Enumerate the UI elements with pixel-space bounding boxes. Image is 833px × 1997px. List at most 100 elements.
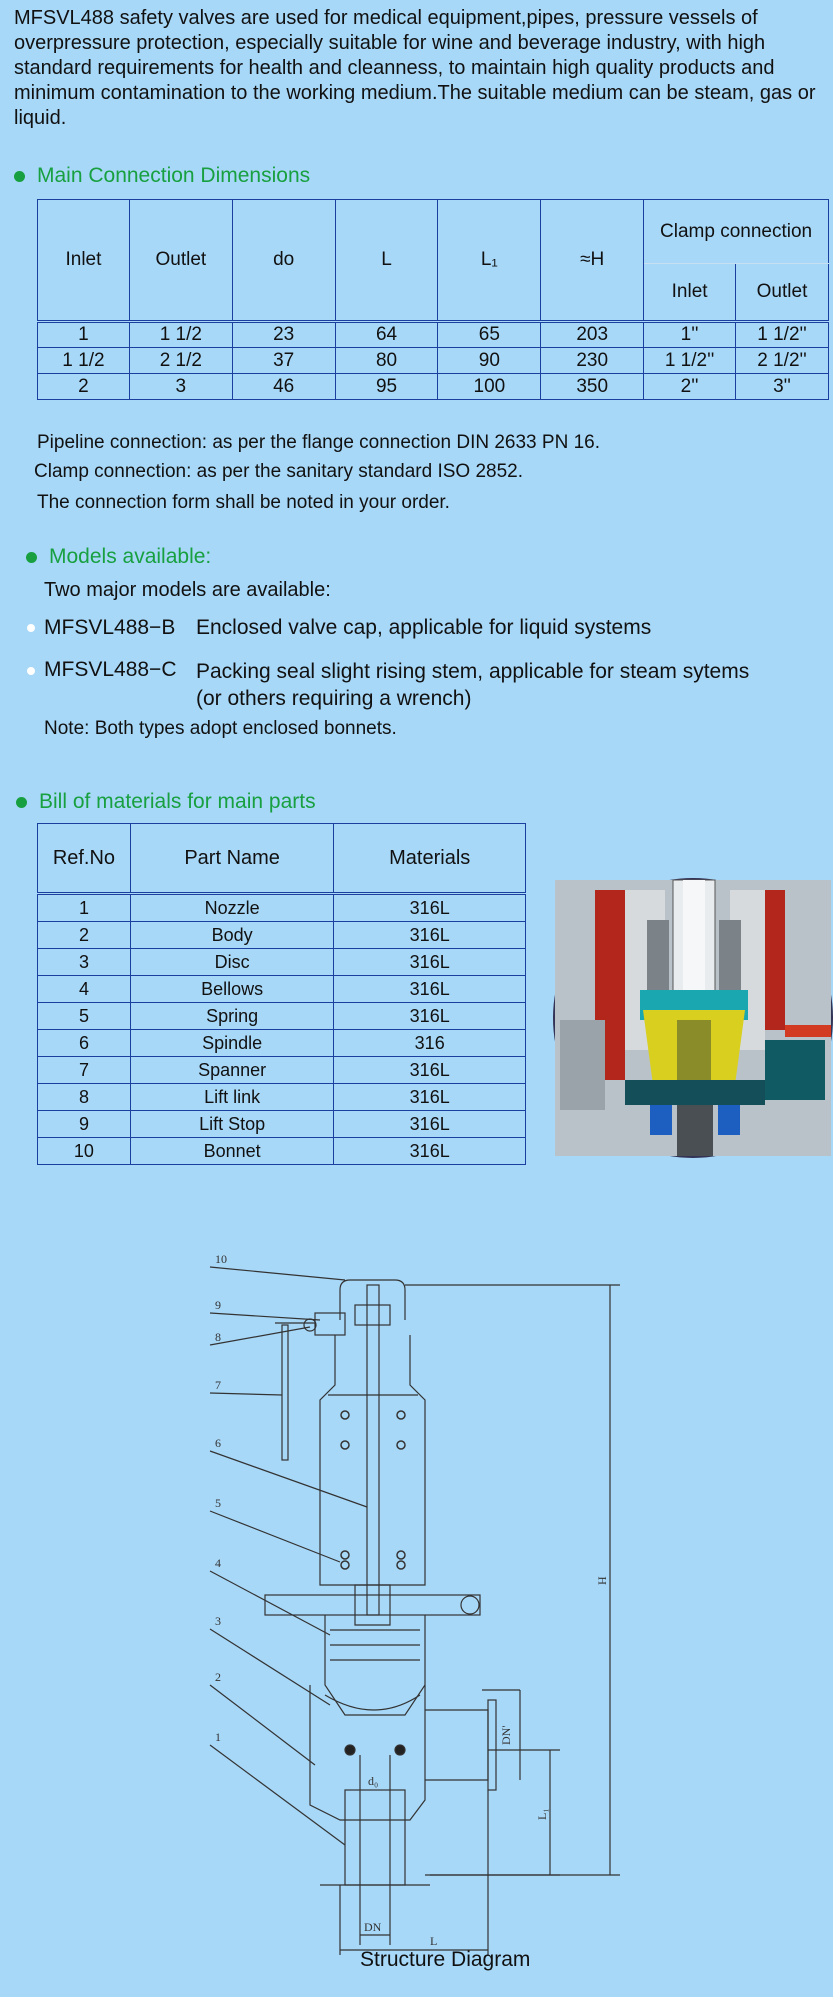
col-header-inlet: Inlet <box>37 199 130 323</box>
models-lead: Two major models are available: <box>44 579 331 601</box>
bullet-dot-icon <box>14 170 25 182</box>
table-cell: 1 <box>37 321 130 348</box>
table-cell: 316 <box>333 1029 526 1057</box>
col-header-clamp-outlet: Outlet <box>735 263 829 323</box>
callout-5: 5 <box>215 1496 221 1510</box>
table-cell: 3 <box>37 948 131 976</box>
table-cell: Spanner <box>129 1056 335 1084</box>
model-desc: Enclosed valve cap, applicable for liqui… <box>196 616 652 639</box>
models-note: Note: Both types adopt enclosed bonnets. <box>44 718 397 739</box>
table-cell: Spring <box>129 1002 335 1030</box>
diagram-cap-nut <box>354 1304 391 1326</box>
table-cell: 1 1/2 <box>128 321 233 348</box>
callout-7: 7 <box>215 1378 221 1392</box>
col-header-h: ≈H <box>540 199 645 323</box>
table-cell: 9 <box>37 1110 131 1138</box>
table-cell: 1 1/2'' <box>735 321 829 348</box>
white-bullet-icon <box>27 667 35 675</box>
table-cell: 90 <box>437 347 542 374</box>
col-header-part-name: Part Name <box>129 823 335 895</box>
model-item-c: MFSVL488−C Packing seal slight rising st… <box>44 658 749 712</box>
table-cell: Lift Stop <box>129 1110 335 1138</box>
section-dimensions-title: Main Connection Dimensions <box>14 164 310 188</box>
table-cell: 316L <box>333 893 526 922</box>
table-cell: 316L <box>333 1056 526 1084</box>
callout-10: 10 <box>215 1252 227 1266</box>
section-bom-label: Bill of materials for main parts <box>39 790 316 813</box>
section-dimensions-label: Main Connection Dimensions <box>37 164 311 187</box>
section-bom-title: Bill of materials for main parts <box>16 790 316 814</box>
table-cell: 7 <box>37 1056 131 1084</box>
dim-h: H <box>595 1576 609 1585</box>
table-cell: 1'' <box>643 321 737 348</box>
table-cell: Bonnet <box>129 1137 335 1165</box>
table-cell: 64 <box>334 321 439 348</box>
callout-4: 4 <box>215 1556 221 1570</box>
note-pipeline: Pipeline connection: as per the flange c… <box>37 432 600 453</box>
table-cell: 316L <box>333 1002 526 1030</box>
callout-9: 9 <box>215 1298 221 1312</box>
col-header-clamp: Clamp connection <box>643 199 829 264</box>
table-cell: 46 <box>231 373 336 400</box>
table-cell: 203 <box>540 321 645 348</box>
model-item-b: MFSVL488−B Enclosed valve cap, applicabl… <box>44 616 651 640</box>
table-cell: 2 1/2'' <box>735 347 829 374</box>
note-order: The connection form shall be noted in yo… <box>37 492 450 513</box>
structure-diagram: 10 9 8 7 6 5 4 3 2 1 H DN' L₁ d₀ DN L <box>209 1252 620 1955</box>
table-cell: 95 <box>334 373 439 400</box>
callout-2: 2 <box>215 1670 221 1684</box>
valve-cutaway-image <box>553 878 833 1158</box>
table-cell: 80 <box>334 347 439 374</box>
table-cell: 8 <box>37 1083 131 1111</box>
table-cell: 1 1/2 <box>37 347 130 374</box>
dim-dn: DN <box>364 1920 382 1934</box>
table-cell: Lift link <box>129 1083 335 1111</box>
table-cell: Bellows <box>129 975 335 1003</box>
table-cell: 2 1/2 <box>128 347 233 374</box>
table-cell: Disc <box>129 948 335 976</box>
table-cell: Spindle <box>129 1029 335 1057</box>
diagram-caption: Structure Diagram <box>360 1948 531 1971</box>
model-code: MFSVL488−C <box>44 658 177 681</box>
col-header-outlet: Outlet <box>128 199 233 323</box>
note-clamp: Clamp connection: as per the sanitary st… <box>34 461 523 482</box>
col-header-l: L <box>334 199 439 323</box>
table-cell: 2 <box>37 373 130 400</box>
table-cell: 1 1/2'' <box>643 347 737 374</box>
col-header-materials: Materials <box>333 823 526 895</box>
table-cell: 316L <box>333 1083 526 1111</box>
callout-8: 8 <box>215 1330 221 1344</box>
table-cell: 100 <box>437 373 542 400</box>
table-cell: 316L <box>333 1110 526 1138</box>
table-cell: 37 <box>231 347 336 374</box>
table-cell: 350 <box>540 373 645 400</box>
table-cell: 5 <box>37 1002 131 1030</box>
table-cell: 3'' <box>735 373 829 400</box>
callout-6: 6 <box>215 1436 221 1450</box>
table-cell: 10 <box>37 1137 131 1165</box>
intro-paragraph: MFSVL488 safety valves are used for medi… <box>14 7 816 129</box>
table-cell: 3 <box>128 373 233 400</box>
table-cell: 65 <box>437 321 542 348</box>
white-bullet-icon <box>27 624 35 632</box>
col-header-clamp-inlet: Inlet <box>643 263 737 323</box>
model-code: MFSVL488−B <box>44 616 176 639</box>
bullet-dot-icon <box>26 551 37 563</box>
dim-l1: L₁ <box>535 1808 549 1820</box>
table-cell: 23 <box>231 321 336 348</box>
callout-1: 1 <box>215 1730 221 1744</box>
